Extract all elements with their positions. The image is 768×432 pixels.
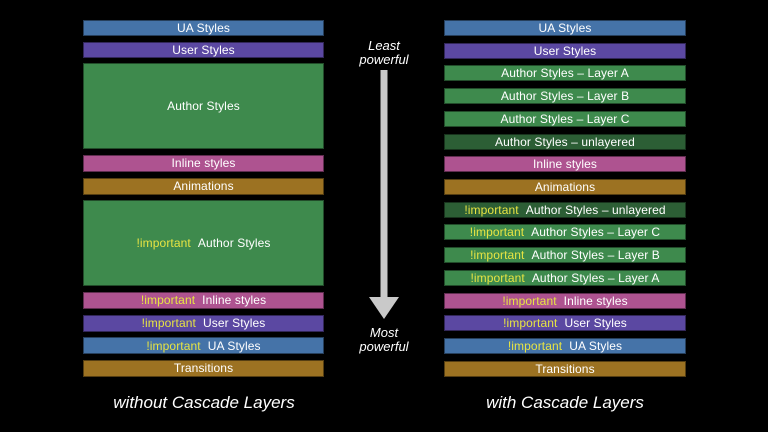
bar-user-styles: User Styles	[83, 41, 324, 58]
important-prefix: !important	[469, 225, 525, 240]
bar-animations: Animations	[444, 179, 686, 196]
bar-label: Animations	[173, 179, 234, 194]
bar-ua-styles: UA Styles	[444, 20, 686, 36]
bar-label: UA Styles	[569, 339, 623, 354]
bar-label: Transitions	[173, 361, 234, 376]
important-prefix: !important	[464, 202, 519, 217]
bar-label: Author Styles – Layer A	[501, 66, 629, 81]
bar-label: User Styles	[564, 316, 627, 331]
bar-label: Inline styles	[533, 157, 597, 172]
bar-label: UA Styles	[538, 21, 592, 35]
bar-ua-styles: UA Styles	[83, 20, 324, 36]
bar-important-ua-styles: !important UA Styles	[444, 338, 686, 355]
bar-label: User Styles	[533, 43, 597, 58]
bar-important-author-styles-layer-a: !important Author Styles – Layer A	[444, 269, 686, 286]
bar-label: Animations	[534, 180, 596, 195]
without-cascade-layers-caption: without Cascade Layers	[113, 393, 295, 412]
bar-label: Author Styles – unlayered	[525, 202, 666, 217]
most-powerful-label: Most powerful	[359, 325, 409, 354]
bar-label: Author Styles – Layer A	[531, 270, 660, 285]
bar-label: Transitions	[535, 361, 595, 376]
without-cascade-layers-column: UA Styles User Styles Author Styles Inli…	[83, 20, 324, 377]
bar-label: Inline styles	[171, 156, 236, 171]
bar-important-inline-styles: !important Inline styles	[444, 292, 686, 309]
bar-important-inline-styles: !important Inline styles	[83, 291, 324, 309]
bar-label: UA Styles	[177, 21, 230, 35]
bar-label: Author Styles – unlayered	[495, 134, 635, 149]
important-prefix: !important	[140, 293, 196, 308]
bar-animations: Animations	[83, 177, 324, 195]
bar-label: Author Styles – Layer B	[500, 89, 630, 104]
with-cascade-layers-column: UA Styles User Styles Author Styles – La…	[444, 20, 686, 377]
bar-user-styles: User Styles	[444, 42, 686, 59]
with-cascade-layers-caption: with Cascade Layers	[486, 393, 644, 412]
bar-label: User Styles	[202, 316, 266, 331]
bar-important-author-styles-layer-b: !important Author Styles – Layer B	[444, 247, 686, 264]
bar-transitions: Transitions	[444, 360, 686, 377]
important-prefix: !important	[502, 293, 557, 308]
down-arrow-icon	[369, 70, 399, 319]
bar-label: Author Styles – Layer C	[500, 111, 630, 126]
bar-author-styles-layer-c: Author Styles – Layer C	[444, 110, 686, 127]
bar-important-user-styles: !important User Styles	[444, 315, 686, 332]
least-powerful-label: Least powerful	[359, 38, 409, 67]
bar-label: Author Styles	[167, 99, 240, 114]
bar-inline-styles: Inline styles	[83, 154, 324, 172]
important-prefix: !important	[146, 338, 201, 353]
bar-label: User Styles	[172, 42, 235, 57]
bar-inline-styles: Inline styles	[444, 156, 686, 173]
important-prefix: !important	[136, 236, 191, 251]
bar-important-author-styles-layer-c: !important Author Styles – Layer C	[444, 224, 686, 241]
bar-author-styles-layer-a: Author Styles – Layer A	[444, 65, 686, 82]
bar-important-author-styles-unlayered: !important Author Styles – unlayered	[444, 201, 686, 218]
important-prefix: !important	[503, 316, 558, 331]
bar-label: UA Styles	[207, 338, 261, 353]
important-prefix: !important	[141, 316, 196, 331]
bar-label: Inline styles	[563, 293, 628, 308]
bar-transitions: Transitions	[83, 359, 324, 377]
bar-label: Author Styles – Layer B	[531, 248, 660, 263]
important-prefix: !important	[470, 270, 525, 285]
bar-author-styles: Author Styles	[83, 63, 324, 150]
bar-author-styles-layer-b: Author Styles – Layer B	[444, 88, 686, 105]
important-prefix: !important	[470, 248, 525, 263]
bar-important-user-styles: !important User Styles	[83, 314, 324, 332]
bar-important-author-styles: !important Author Styles	[83, 200, 324, 287]
bar-author-styles-unlayered: Author Styles – unlayered	[444, 133, 686, 150]
bar-label: Author Styles – Layer C	[531, 225, 661, 240]
bar-important-ua-styles: !important UA Styles	[83, 337, 324, 355]
important-prefix: !important	[507, 339, 563, 354]
bar-label: Inline styles	[202, 293, 267, 308]
bar-label: Author Styles	[197, 236, 271, 251]
